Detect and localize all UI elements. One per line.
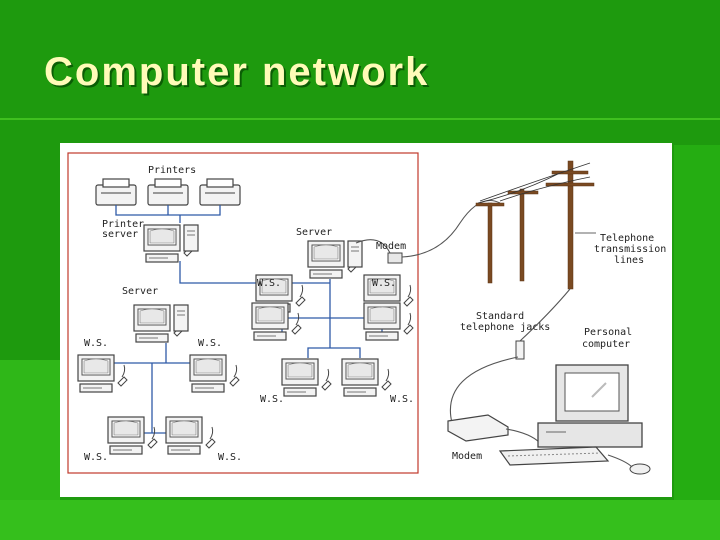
- label-telephone-1: Telephone: [600, 233, 654, 244]
- label-ws-3: W.S.: [84, 338, 108, 349]
- modem-bottom-device: [447, 414, 509, 442]
- personal-computer: [498, 364, 651, 475]
- ws-8: [341, 358, 392, 397]
- modem-top-device: [387, 252, 403, 264]
- label-ws-2: W.S.: [372, 278, 396, 289]
- printer-server-computer: [144, 225, 198, 262]
- label-ws-8: W.S.: [218, 452, 242, 463]
- ws-10: [165, 416, 216, 455]
- label-printer-server-2: server: [102, 229, 138, 240]
- label-pc-2: computer: [582, 339, 630, 350]
- label-pc-1: Personal: [584, 327, 632, 338]
- label-telephone-3: lines: [614, 255, 644, 266]
- decor-stripe-bottom: [0, 500, 720, 540]
- ws-3: [251, 302, 302, 341]
- label-ws-6: W.S.: [390, 394, 414, 405]
- printer-1: [95, 178, 137, 206]
- transmission-lines: [477, 162, 591, 204]
- jack-to-pole-cable: [519, 288, 571, 342]
- label-ws-4: W.S.: [198, 338, 222, 349]
- server-left-computer: [134, 305, 188, 342]
- decor-stripe-top: [0, 118, 720, 120]
- printer-3: [199, 178, 241, 206]
- lan-boundary: [67, 152, 419, 474]
- decor-stripe-right: [674, 145, 720, 540]
- printer-2: [147, 178, 189, 206]
- ws-7: [281, 358, 332, 397]
- network-diagram-svg: Printers Printer server Server Modem Ser…: [67, 152, 666, 475]
- label-modem-top: Modem: [376, 241, 406, 252]
- server-top-computer: [308, 241, 362, 278]
- label-server-left: Server: [122, 286, 158, 297]
- label-printer-server-1: Printer: [102, 219, 144, 230]
- printer-cable: [115, 205, 221, 223]
- network-diagram: Printers Printer server Server Modem Ser…: [60, 143, 672, 497]
- label-printers: Printers: [148, 165, 196, 176]
- label-jacks-1: Standard: [476, 311, 524, 322]
- ws-6: [189, 354, 240, 393]
- ws-9: [107, 416, 158, 455]
- label-jacks-2: telephone jacks: [460, 322, 550, 333]
- label-ws-5: W.S.: [260, 394, 284, 405]
- ws-5: [77, 354, 128, 393]
- label-ws-7: W.S.: [84, 452, 108, 463]
- jack-to-modem-cable: [450, 356, 519, 424]
- label-modem-bottom: Modem: [452, 451, 482, 462]
- modem-to-pc-cable: [505, 428, 541, 444]
- telephone-jack: [515, 340, 525, 360]
- label-ws-1: W.S.: [257, 278, 281, 289]
- telephone-poles: [475, 160, 595, 290]
- ws-4: [363, 302, 414, 341]
- slide-title: Computer network: [44, 50, 430, 94]
- label-telephone-2: transmission: [594, 244, 666, 255]
- label-server-top: Server: [296, 227, 332, 238]
